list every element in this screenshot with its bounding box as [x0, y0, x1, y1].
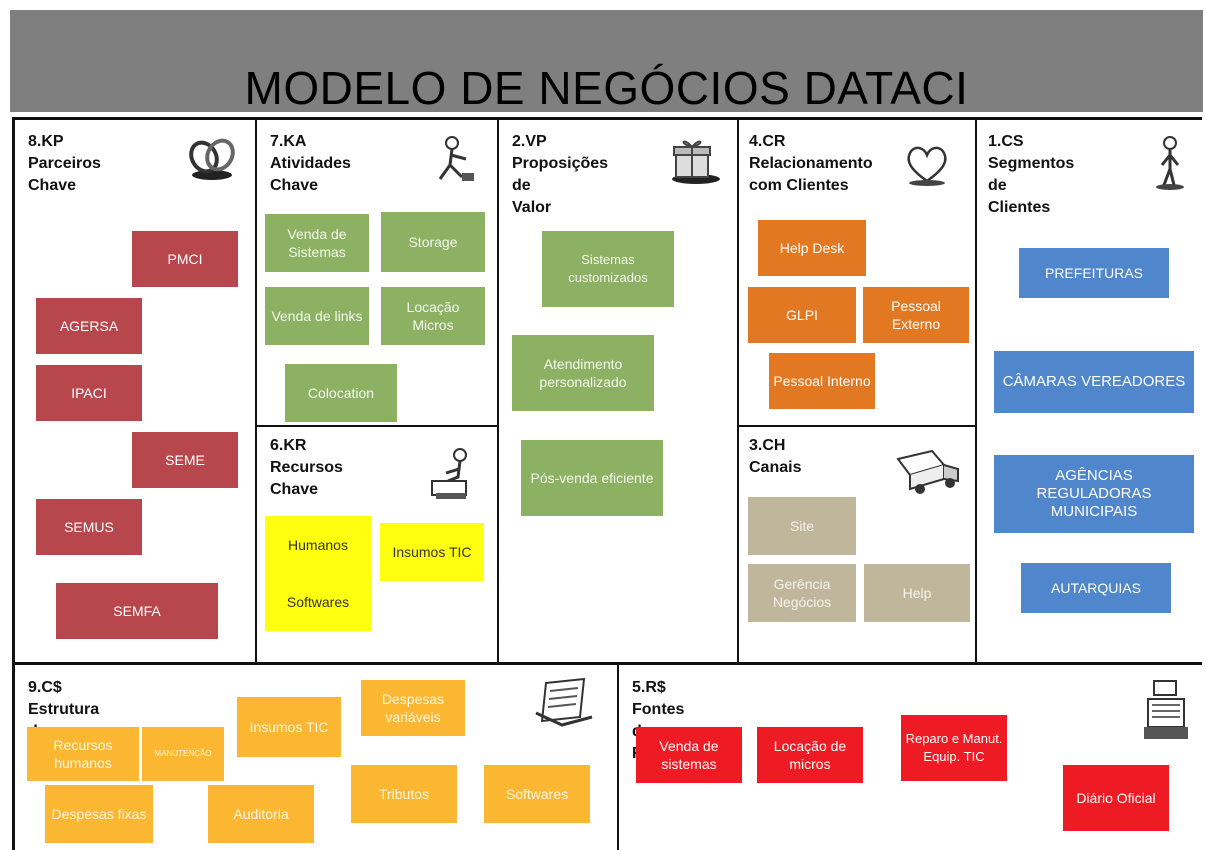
cs-note-prefeituras: PREFEITURAS [1019, 248, 1169, 298]
ch-title-line1: Canais [749, 459, 802, 476]
vp-note-sistemas-customizados: Sistemas customizados [542, 231, 674, 307]
cs-note-autarquias: AUTARQUIAS [1021, 563, 1171, 613]
cost-code: 9.C$ [28, 679, 62, 696]
ka-title-line1: Atividades [270, 155, 351, 172]
kp-heading: 8.KP Parceiros Chave [28, 131, 101, 197]
cost-note-tributos: Tributos [351, 765, 457, 823]
seated-worker-icon [431, 448, 467, 499]
kr-note-insumos-tic: Insumos TIC [380, 523, 484, 581]
ka-title-line2: Chave [270, 177, 319, 194]
ka-note-colocation: Colocation [285, 364, 397, 422]
worker-icon [438, 136, 474, 181]
kp-code: 8.KP [28, 133, 64, 150]
rev-note-venda-sistemas: Venda de sistemas [636, 727, 742, 783]
ch-heading: 3.CH Canais [749, 435, 801, 479]
heart-icon [907, 146, 947, 186]
ch-code: 3.CH [749, 437, 786, 454]
page-title: MODELO DE NEGÓCIOS DATACI [244, 62, 969, 114]
cs-note-agencias-reguladoras: AGÊNCIAS REGULADORAS MUNICIPAIS [994, 455, 1194, 533]
person-icon [1156, 136, 1184, 190]
kr-title-line2: Chave [270, 481, 319, 498]
cs-code: 1.CS [988, 133, 1024, 150]
rev-note-locacao-micros: Locação de micros [757, 727, 863, 783]
kr-code: 6.KR [270, 437, 307, 454]
kp-note-agersa: AGERSA [36, 298, 142, 354]
cr-heading: 4.CR Relacionamento com Clientes [749, 131, 873, 197]
ka-heading: 7.KA Atividades Chave [270, 131, 351, 197]
divider-cr-cs [975, 117, 977, 664]
cr-note-pessoal-externo: Pessoal Externo [863, 287, 969, 343]
cost-note-auditoria: Auditoria [208, 785, 314, 843]
cr-note-help-desk: Help Desk [758, 220, 866, 276]
cr-note-glpi: GLPI [748, 287, 856, 343]
divider-kp-ka [255, 117, 257, 664]
vp-code: 2.VP [512, 133, 547, 150]
cr-note-pessoal-interno: Pessoal Interno [769, 353, 875, 409]
cr-code: 4.CR [749, 133, 786, 150]
ka-note-venda-sistemas: Venda de Sistemas [265, 214, 369, 272]
divider-cost-rev [617, 663, 619, 850]
divider-vp-cr [737, 117, 739, 664]
divider-ka-vp [497, 117, 499, 664]
kp-note-semfa: SEMFA [56, 583, 218, 639]
vp-heading: 2.VP Proposições de Valor [512, 131, 608, 219]
rev-note-reparo-manut: Reparo e Manut. Equip. TIC [901, 715, 1007, 781]
vp-title-line1: Proposições de [512, 155, 609, 194]
cr-title-line2: com Clientes [749, 177, 849, 194]
vp-note-pos-venda: Pós-venda eficiente [521, 440, 663, 516]
cost-note-softwares: Softwares [484, 765, 590, 823]
ka-note-storage: Storage [381, 212, 485, 272]
gift-box-icon [672, 140, 720, 184]
cs-heading: 1.CS Segmentos de Clientes [988, 131, 1074, 219]
delivery-truck-icon [896, 449, 959, 494]
cs-title-line2: Clientes [988, 199, 1051, 216]
cost-note-despesas-variaveis: Despesas variáveis [361, 680, 465, 736]
kr-heading: 6.KR Recursos Chave [270, 435, 343, 501]
cost-note-despesas-fixas: Despesas fixas [45, 785, 153, 843]
business-model-canvas: 8.KP Parceiros Chave PMCI AGERSA IPACI S… [12, 117, 1202, 850]
canvas-mid-border [12, 662, 1202, 665]
canvas-left-border [12, 117, 15, 850]
cost-note-manutencao: MANUTENÇÃO [142, 727, 224, 781]
ch-note-help: Help [864, 564, 970, 622]
chain-link-icon [189, 138, 235, 180]
cs-title-line1: Segmentos de [988, 155, 1075, 194]
kp-note-ipaci: IPACI [36, 365, 142, 421]
cs-note-camaras-vereadores: CÂMARAS VEREADORES [994, 351, 1194, 413]
ka-note-locacao-micros: Locação Micros [381, 287, 485, 345]
receipt-icon [535, 677, 593, 727]
kp-title-line2: Chave [28, 177, 77, 194]
cr-title-line1: Relacionamento [749, 155, 873, 172]
vp-title-line2: Valor [512, 199, 552, 216]
ch-note-gerencia-negocios: Gerência Negócios [748, 564, 856, 622]
kp-title-line1: Parceiros [28, 155, 101, 172]
ka-code: 7.KA [270, 133, 307, 150]
kr-note-humanos: Humanos [265, 516, 371, 574]
divider-ka-kr [255, 425, 498, 427]
kp-note-pmci: PMCI [132, 231, 238, 287]
rev-note-diario-oficial: Diário Oficial [1063, 765, 1169, 831]
title-bar [10, 10, 1203, 112]
cost-note-insumos-tic: Insumos TIC [237, 697, 341, 757]
ka-note-venda-links: Venda de links [265, 287, 369, 345]
divider-cr-ch [737, 425, 977, 427]
rev-code: 5.R$ [632, 679, 666, 696]
canvas-top-border [12, 117, 1202, 120]
cost-note-recursos-humanos: Recursos humanos [27, 727, 139, 781]
kp-note-seme: SEME [132, 432, 238, 488]
ch-note-site: Site [748, 497, 856, 555]
vp-note-atendimento-personalizado: Atendimento personalizado [512, 335, 654, 411]
kr-note-softwares: Softwares [265, 573, 371, 631]
kp-note-semus: SEMUS [36, 499, 142, 555]
cash-register-icon [1144, 680, 1188, 739]
kr-title-line1: Recursos [270, 459, 343, 476]
